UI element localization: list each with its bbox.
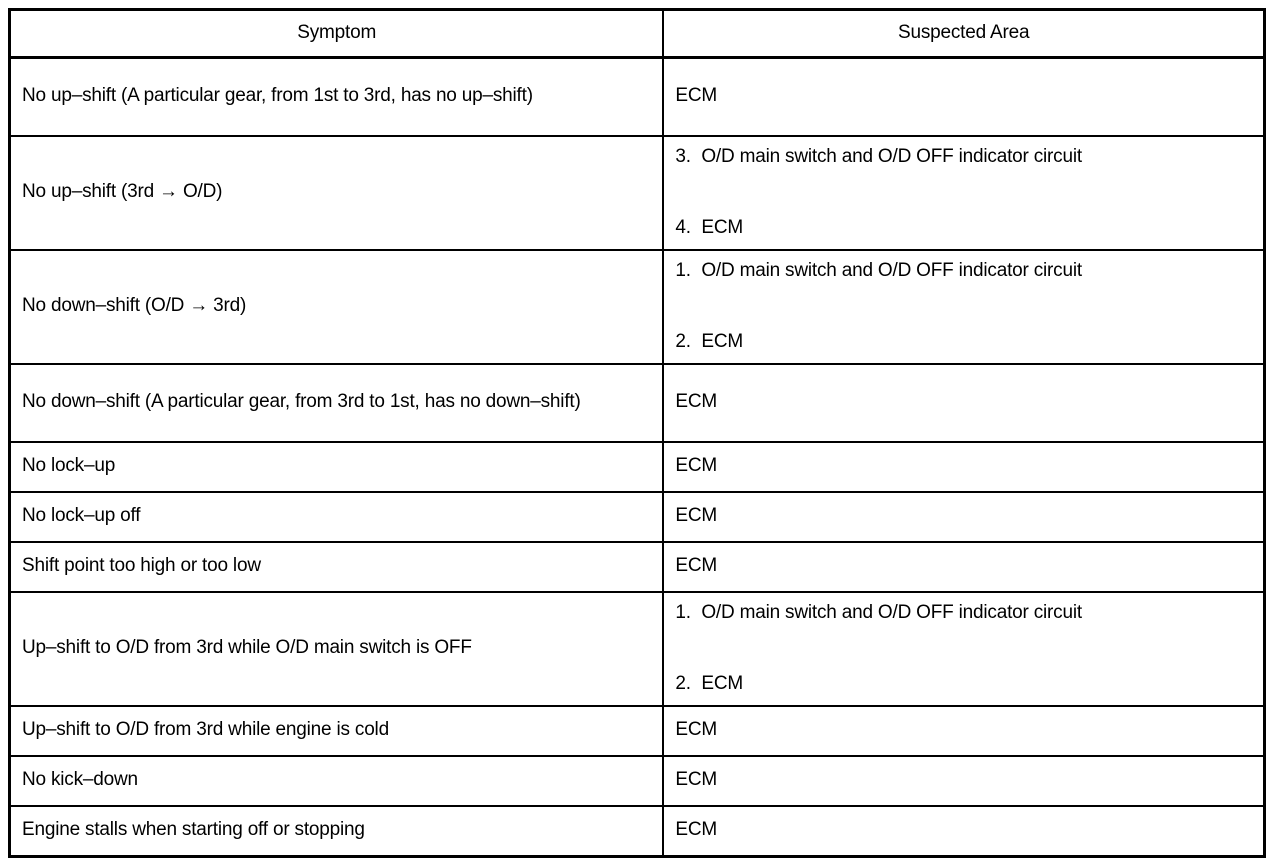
table-row: No down–shift (O/D → 3rd) 1. O/D main swit…: [8, 248, 1266, 365]
cell-symptom: Engine stalls when starting off or stopp…: [8, 804, 665, 858]
cell-suspected-area: ECM: [662, 440, 1266, 493]
cell-suspected-area: ECM: [662, 56, 1266, 137]
list-item-number: 1.: [675, 602, 691, 623]
list-item-text: ECM: [701, 672, 743, 694]
list-item: 1. O/D main switch and O/D OFF indicator …: [675, 600, 1252, 627]
cell-symptom: No lock–up: [8, 440, 665, 493]
table-row: Engine stalls when starting off or stopp…: [8, 804, 1266, 858]
table-row: No up–shift (3rd → O/D) 3. O/D main switch…: [8, 134, 1266, 251]
cell-symptom: No lock–up off: [8, 490, 665, 543]
symptom-text: No up–shift (3rd → O/D): [22, 181, 223, 203]
symptom-text: No down–shift (O/D → 3rd): [22, 295, 247, 317]
suspected-area-list: 3. O/D main switch and O/D OFF indicator …: [675, 144, 1252, 242]
suspected-area-text: ECM: [675, 455, 717, 477]
symptom-suspected-area-table: Symptom Suspected Area No up–shift (A pa…: [8, 8, 1266, 858]
symptom-text: Shift point too high or too low: [22, 555, 261, 577]
table-header-row: Symptom Suspected Area: [8, 8, 1266, 59]
list-item-text: O/D main switch and O/D OFF indicator ci…: [701, 602, 1082, 623]
symptom-text: No up–shift (A particular gear, from 1st…: [22, 85, 533, 107]
list-item-text: O/D main switch and O/D OFF indicator ci…: [701, 260, 1082, 281]
table-row: No kick–down ECM: [8, 754, 1266, 807]
suspected-area-text: ECM: [675, 719, 717, 741]
symptom-text: No lock–up: [22, 455, 116, 477]
list-item-text: ECM: [701, 216, 743, 238]
column-header-suspected-area: Suspected Area: [662, 8, 1266, 59]
cell-symptom: No up–shift (A particular gear, from 1st…: [8, 56, 665, 137]
suspected-area-text: ECM: [675, 505, 717, 527]
symptom-text: No lock–up off: [22, 505, 141, 527]
cell-suspected-area: 3. O/D main switch and O/D OFF indicator …: [662, 134, 1266, 251]
table-row: No up–shift (A particular gear, from 1st…: [8, 56, 1266, 137]
cell-suspected-area: ECM: [662, 754, 1266, 807]
suspected-area-list: 1. O/D main switch and O/D OFF indicator …: [675, 258, 1252, 356]
list-item-number: 4.: [675, 216, 691, 238]
list-item-number: 2.: [675, 672, 691, 694]
symptom-text: No kick–down: [22, 769, 138, 791]
cell-suspected-area: 1. O/D main switch and O/D OFF indicator …: [662, 248, 1266, 365]
table-row: Up–shift to O/D from 3rd while engine is…: [8, 704, 1266, 757]
list-item-text: ECM: [701, 330, 743, 352]
table-header: Symptom Suspected Area: [8, 8, 1266, 59]
cell-suspected-area: ECM: [662, 540, 1266, 593]
list-item: 2. ECM: [675, 671, 1252, 698]
cell-symptom: No up–shift (3rd → O/D): [8, 134, 665, 251]
cell-suspected-area: ECM: [662, 704, 1266, 757]
cell-symptom: No kick–down: [8, 754, 665, 807]
list-item: 3. O/D main switch and O/D OFF indicator …: [675, 144, 1252, 171]
page-sheet: Symptom Suspected Area No up–shift (A pa…: [8, 8, 1266, 858]
cell-suspected-area: ECM: [662, 804, 1266, 858]
column-header-symptom: Symptom: [8, 8, 665, 59]
table-body: No up–shift (A particular gear, from 1st…: [8, 56, 1266, 858]
list-item: 4. ECM: [675, 215, 1252, 242]
symptom-text: No down–shift (A particular gear, from 3…: [22, 391, 581, 413]
cell-suspected-area: ECM: [662, 362, 1266, 443]
cell-symptom: No down–shift (O/D → 3rd): [8, 248, 665, 365]
cell-suspected-area: 1. O/D main switch and O/D OFF indicator …: [662, 590, 1266, 707]
suspected-area-text: ECM: [675, 769, 717, 791]
table-row: Shift point too high or too low ECM: [8, 540, 1266, 593]
table-row: Up–shift to O/D from 3rd while O/D main …: [8, 590, 1266, 707]
suspected-area-list: 1. O/D main switch and O/D OFF indicator …: [675, 600, 1252, 698]
suspected-area-text: ECM: [675, 85, 717, 107]
list-item-number: 1.: [675, 260, 691, 281]
table-row: No lock–up ECM: [8, 440, 1266, 493]
cell-symptom: Up–shift to O/D from 3rd while O/D main …: [8, 590, 665, 707]
table-row: No down–shift (A particular gear, from 3…: [8, 362, 1266, 443]
suspected-area-text: ECM: [675, 391, 717, 413]
cell-symptom: Shift point too high or too low: [8, 540, 665, 593]
suspected-area-text: ECM: [675, 555, 717, 577]
list-item: 1. O/D main switch and O/D OFF indicator …: [675, 258, 1252, 285]
symptom-text: Up–shift to O/D from 3rd while O/D main …: [22, 637, 472, 659]
symptom-text: Engine stalls when starting off or stopp…: [22, 819, 365, 841]
symptom-text: Up–shift to O/D from 3rd while engine is…: [22, 719, 389, 741]
list-item-text: O/D main switch and O/D OFF indicator ci…: [701, 146, 1082, 167]
list-item-number: 3.: [675, 146, 691, 167]
cell-symptom: No down–shift (A particular gear, from 3…: [8, 362, 665, 443]
cell-symptom: Up–shift to O/D from 3rd while engine is…: [8, 704, 665, 757]
table-row: No lock–up off ECM: [8, 490, 1266, 543]
suspected-area-text: ECM: [675, 819, 717, 841]
list-item-number: 2.: [675, 330, 691, 352]
cell-suspected-area: ECM: [662, 490, 1266, 543]
list-item: 2. ECM: [675, 329, 1252, 356]
